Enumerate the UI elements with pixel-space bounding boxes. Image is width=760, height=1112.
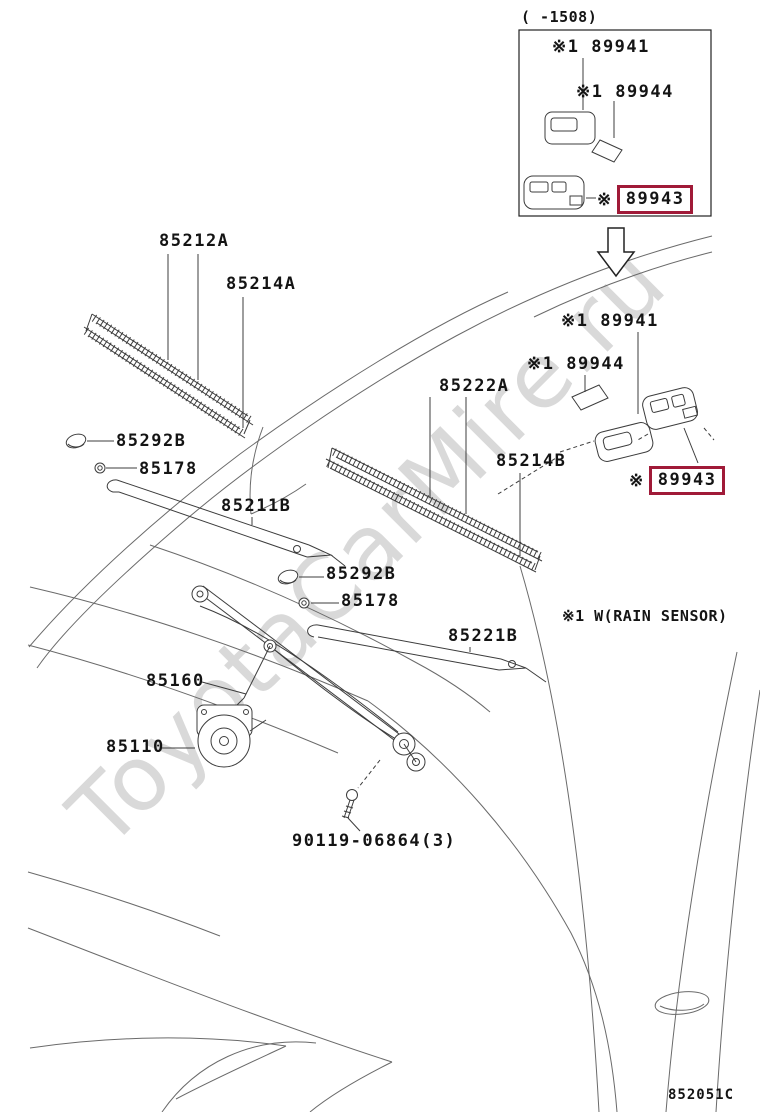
part-label-85110[interactable]: 85110 bbox=[106, 737, 165, 757]
diagram-code: 852051C bbox=[668, 1087, 735, 1103]
rain-sensor-bracket-drawing-inset bbox=[523, 175, 585, 210]
part-label-89941-inset[interactable]: ※1 89941 bbox=[552, 37, 650, 57]
callout-leader-lines bbox=[87, 254, 521, 832]
wiper-arm-right-drawing bbox=[307, 624, 547, 683]
wiper-blade-right-drawing bbox=[325, 447, 543, 573]
part-label-85178-left[interactable]: 85178 bbox=[139, 459, 198, 479]
wiper-motor-drawing bbox=[196, 704, 267, 768]
highlighted-part-number[interactable]: 89943 bbox=[616, 185, 694, 214]
wiper-linkage-drawing bbox=[191, 585, 426, 772]
part-label-85214B[interactable]: 85214B bbox=[496, 451, 567, 471]
wiper-blade-left-drawing bbox=[83, 313, 254, 439]
reference-mark: ※ bbox=[597, 189, 613, 210]
pivot-cap-nut-drawings bbox=[65, 433, 310, 609]
part-label-85292B-left[interactable]: 85292B bbox=[116, 431, 187, 451]
part-label-85211B[interactable]: 85211B bbox=[221, 496, 292, 516]
rain-sensor-cover-drawing-inset bbox=[544, 111, 623, 163]
part-label-85160[interactable]: 85160 bbox=[146, 671, 205, 691]
highlighted-part-number[interactable]: 89943 bbox=[648, 466, 726, 495]
part-label-89941[interactable]: ※1 89941 bbox=[561, 311, 659, 331]
part-label-89944-inset[interactable]: ※1 89944 bbox=[576, 82, 674, 102]
part-label-85178-right[interactable]: 85178 bbox=[341, 591, 400, 611]
part-label-89944[interactable]: ※1 89944 bbox=[527, 354, 625, 374]
car-body-drawing bbox=[27, 235, 760, 1112]
wiper-arm-left-drawing bbox=[106, 479, 346, 567]
part-label-89943-inset[interactable]: ※ 89943 bbox=[597, 185, 694, 214]
part-label-90119-06864[interactable]: 90119-06864(3) bbox=[292, 831, 457, 851]
inset-pointer-arrow bbox=[596, 227, 636, 278]
part-label-85292B-right[interactable]: 85292B bbox=[326, 564, 397, 584]
part-label-89943[interactable]: ※ 89943 bbox=[629, 466, 726, 495]
part-label-85212A[interactable]: 85212A bbox=[159, 231, 230, 251]
inset-range-label: ( -1508) bbox=[521, 8, 598, 26]
rain-sensor-note: ※1 W(RAIN SENSOR) bbox=[562, 607, 728, 625]
part-label-85222A[interactable]: 85222A bbox=[439, 376, 510, 396]
rain-sensor-parts-drawing bbox=[497, 332, 715, 495]
reference-mark: ※ bbox=[629, 470, 645, 491]
mount-bolt-drawing bbox=[341, 759, 381, 819]
part-label-85214A[interactable]: 85214A bbox=[226, 274, 297, 294]
part-label-85221B[interactable]: 85221B bbox=[448, 626, 519, 646]
